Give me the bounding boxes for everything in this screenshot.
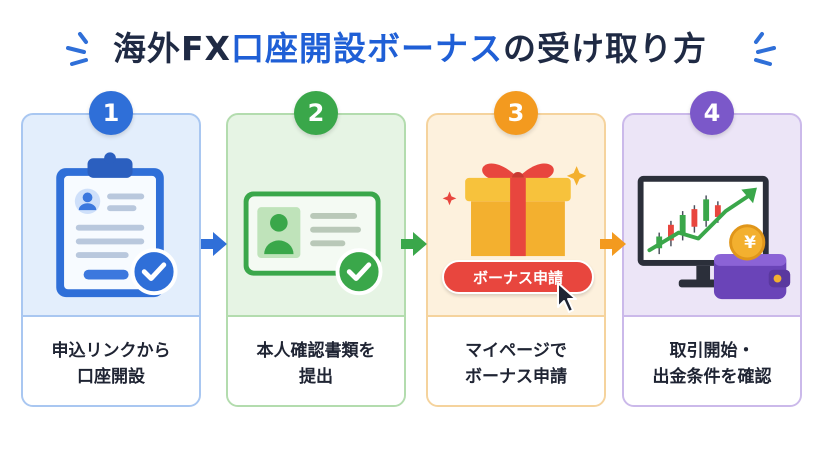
step-3-label: マイページでボーナス申請 xyxy=(428,315,604,405)
yen-symbol: ¥ xyxy=(744,233,756,253)
step-4-line-2: 出金条件を確認 xyxy=(652,367,772,387)
step-4-line-1: 取引開始・ xyxy=(669,340,755,361)
title-part-2: 口座開設ボーナス xyxy=(231,29,503,68)
step-3-line-1: マイページで xyxy=(465,340,567,361)
step-2-line-2: 提出 xyxy=(299,367,333,387)
step-1-label: 申込リンクから口座開設 xyxy=(23,315,199,405)
step-3-badge: 3 xyxy=(494,91,538,135)
step-4-badge: 4 xyxy=(690,91,734,135)
sparkle-left-icon xyxy=(66,32,88,66)
page-title: 海外FX口座開設ボーナスの受け取り方 xyxy=(0,22,820,70)
arrow-right-icon xyxy=(201,232,227,256)
sparkle-right-icon xyxy=(754,32,776,66)
clipboard-form-icon xyxy=(56,152,178,298)
bonus-apply-button[interactable]: ボーナス申請 xyxy=(442,260,594,294)
step-4-label: 取引開始・出金条件を確認 xyxy=(624,315,800,405)
id-card-icon xyxy=(243,191,383,296)
title-part-1: 海外FX xyxy=(113,29,231,68)
arrow-right-icon xyxy=(600,232,626,256)
step-1-line-1: 申込リンクから xyxy=(51,340,171,361)
step-card-3: ボーナス申請 マイページでボーナス申請 xyxy=(426,113,606,407)
step-card-2: 本人確認書類を提出 xyxy=(226,113,406,407)
step-3-line-2: ボーナス申請 xyxy=(465,367,567,387)
step-2-badge: 2 xyxy=(294,91,338,135)
mouse-cursor-icon xyxy=(557,282,577,313)
step-card-4: ¥ 取引開始・出金条件を確認 xyxy=(622,113,802,407)
step-card-1: 申込リンクから口座開設 xyxy=(21,113,201,407)
step-1-line-2: 口座開設 xyxy=(77,367,145,387)
step-2-line-1: 本人確認書類を xyxy=(256,340,376,361)
bonus-apply-button-label: ボーナス申請 xyxy=(472,268,563,287)
gift-box-icon xyxy=(442,163,587,257)
title-part-3: の受け取り方 xyxy=(503,29,707,68)
arrow-right-icon xyxy=(401,232,427,256)
trading-monitor-icon xyxy=(637,175,791,300)
step-1-badge: 1 xyxy=(89,91,133,135)
step-2-label: 本人確認書類を提出 xyxy=(228,315,404,405)
yen-coin-icon: ¥ xyxy=(738,232,762,254)
